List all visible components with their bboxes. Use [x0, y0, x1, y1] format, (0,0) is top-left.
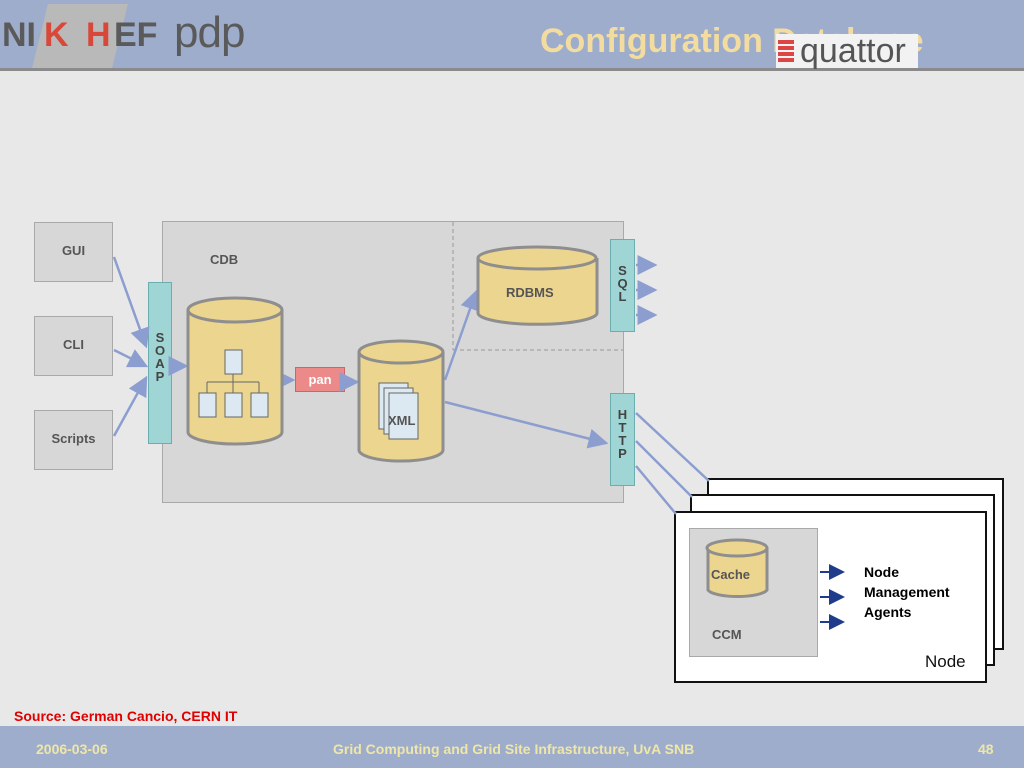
quattor-logo-icon	[778, 40, 794, 62]
logo-text-ef: EF	[114, 16, 158, 54]
footer-course: Grid Computing and Grid Site Infrastruct…	[333, 741, 695, 757]
rdbms-label: RDBMS	[506, 285, 554, 300]
http-letter: P	[618, 446, 627, 461]
soap-letter: P	[155, 369, 165, 384]
xml-label: XML	[388, 413, 416, 428]
scripts-box: Scripts	[34, 410, 113, 470]
cdb-database-icon	[186, 296, 284, 446]
rdbms-cylinder-body	[476, 258, 599, 326]
pan-compiler-box: pan	[295, 367, 345, 392]
ccm-label: CCM	[712, 627, 742, 642]
http-to-node-line-1	[635, 412, 710, 482]
cache-database-icon: Cache	[705, 538, 769, 599]
http-to-node-line-2	[635, 440, 693, 498]
agent-arrows	[820, 564, 845, 630]
xml-to-http-arrow	[444, 400, 609, 449]
nikhef-logo: NI K H EF pdp	[0, 0, 270, 68]
http-label: H T T P	[610, 393, 635, 486]
rdbms-cylinder-top	[476, 245, 598, 271]
header-divider	[0, 68, 1024, 71]
tree-leaf-node	[250, 392, 269, 418]
quattor-logo-text: quattor	[800, 32, 906, 70]
sql-label: S Q L	[610, 239, 635, 332]
http-letter: T	[618, 420, 627, 435]
quattor-logo-box	[776, 34, 918, 68]
tree-leaf-node	[224, 392, 243, 418]
agents-line: Node	[864, 564, 899, 580]
footer-date: 2006-03-06	[36, 741, 108, 757]
xml-to-rdbms-arrow	[443, 289, 480, 381]
cdb-label: CDB	[210, 252, 239, 267]
cache-cylinder-body	[706, 548, 769, 599]
node-management-agents-label: Node Management Agents	[864, 562, 950, 622]
gui-box: GUI	[34, 222, 113, 282]
xml-document	[388, 392, 419, 440]
cache-cylinder-top	[705, 538, 769, 558]
soap-letter: A	[155, 356, 165, 371]
http-letter: T	[618, 433, 627, 448]
cdb-cylinder-body	[186, 310, 284, 446]
logo-text-k: K	[44, 16, 69, 54]
gui-arrow	[112, 256, 150, 349]
footer-page-number: 48	[978, 741, 994, 757]
soap-letter: O	[154, 343, 166, 358]
source-credit: Source: German Cancio, CERN IT	[14, 708, 238, 724]
sql-letter: L	[618, 289, 627, 304]
sql-letter: S	[618, 263, 627, 278]
cache-label: Cache	[711, 567, 750, 582]
scripts-arrow	[112, 375, 148, 437]
http-to-node-line-3	[635, 465, 677, 515]
cli-arrow	[113, 348, 149, 368]
tree-root-node	[224, 349, 243, 375]
sql-letter: Q	[617, 276, 628, 291]
xml-database-icon: XML	[357, 339, 445, 463]
cdb-cylinder-top	[186, 296, 284, 324]
client-arrows	[112, 255, 710, 515]
logo-text-pdp: pdp	[174, 8, 245, 57]
agents-line: Management	[864, 584, 950, 600]
xml-cylinder-top	[357, 339, 445, 365]
logo-text-h: H	[86, 16, 111, 54]
node-label: Node	[925, 652, 966, 671]
agents-line: Agents	[864, 604, 912, 620]
rdbms-database-icon: RDBMS	[476, 245, 599, 326]
slide-footer	[0, 726, 1024, 768]
cli-box: CLI	[34, 316, 113, 376]
tree-leaf-node	[198, 392, 217, 418]
soap-letter: S	[155, 330, 165, 345]
http-letter: H	[617, 407, 628, 422]
logo-text-ni: NI	[2, 16, 36, 54]
